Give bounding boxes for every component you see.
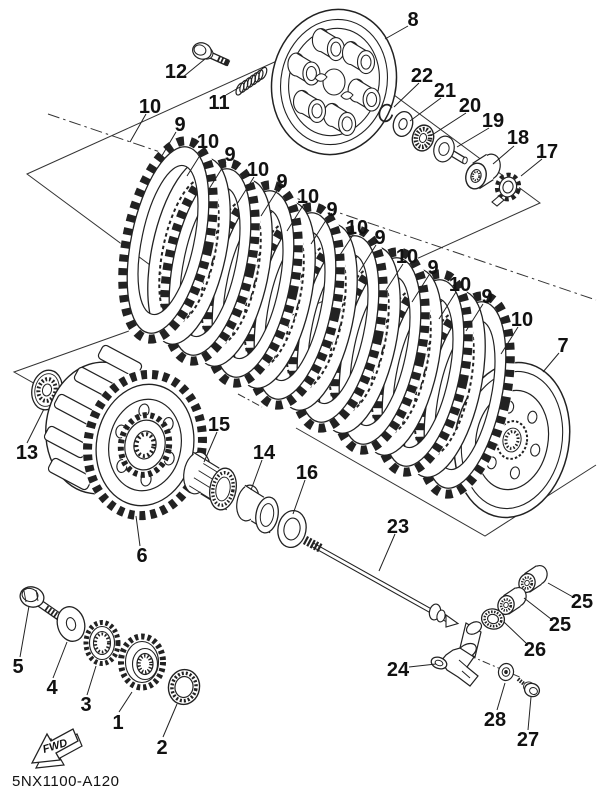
callout-part-9: 9 [481,286,492,308]
callout-part-13: 13 [16,442,38,464]
part-25-bearing [518,564,548,594]
callout-part-10: 10 [396,246,418,268]
callout-part-6: 6 [136,545,147,567]
callout-part-9: 9 [427,257,438,279]
callout-part-1: 1 [112,712,123,734]
callout-part-19: 19 [482,110,504,132]
part-12-bolt [192,42,231,67]
part-28-washer [497,662,515,682]
part-6-clutch-basket [43,344,208,521]
callout-part-4: 4 [46,677,58,699]
callout-part-26: 26 [524,639,546,661]
callout-part-18: 18 [507,127,529,149]
leader-lines [19,25,574,738]
part-20-bearing [411,124,435,152]
callout-part-5: 5 [12,656,23,678]
part-5-bolt [19,586,64,622]
callout-part-24: 24 [387,659,410,681]
callouts: 8 12 11 22 21 20 19 18 17 10 9 10 9 10 9… [12,9,593,759]
part-16-washer [277,509,307,549]
part-8-pressure-plate [270,8,398,156]
callout-part-7: 7 [557,335,568,357]
part-3-gear [83,620,121,666]
callout-part-23: 23 [387,516,409,538]
callout-part-22: 22 [411,65,433,87]
part-14-spacer [236,484,279,534]
part-25-bearing [497,586,527,616]
callout-part-25: 25 [549,614,571,636]
callout-part-10: 10 [511,309,533,331]
part-22-circlip [378,103,394,123]
callout-part-9: 9 [224,144,235,166]
diagram-code: 5NX1100-A120 [12,773,119,790]
part-26-seal [480,608,506,630]
callout-part-10: 10 [197,131,219,153]
part-21-washer [392,111,414,137]
part-27-screw [516,677,541,698]
part-4-washer [56,606,86,642]
part-1-gear [118,633,166,691]
part-23-push-rod [302,536,460,628]
callout-part-9: 9 [326,199,337,221]
callout-part-10: 10 [297,186,319,208]
part-11-spring [235,66,268,96]
callout-part-25: 25 [571,591,593,613]
part-24-push-lever [430,621,483,687]
part-2-seal [167,668,201,706]
callout-part-14: 14 [253,442,276,464]
callout-part-15: 15 [208,414,230,436]
callout-part-11: 11 [208,92,229,114]
callout-part-17: 17 [536,141,558,163]
callout-part-10: 10 [139,96,161,118]
callout-part-10: 10 [247,159,269,181]
callout-part-27: 27 [517,729,539,751]
callout-part-10: 10 [346,217,368,239]
callout-part-20: 20 [459,95,481,117]
callout-part-8: 8 [407,9,418,31]
fwd-arrow-icon: FWD [30,728,83,769]
callout-part-12: 12 [165,61,187,83]
part-18-nut [465,153,501,190]
callout-part-9: 9 [276,171,287,193]
callout-part-16: 16 [296,462,318,484]
part-15-needle-bearing [183,451,237,511]
callout-part-3: 3 [80,694,91,716]
callout-part-10: 10 [449,274,471,296]
callout-part-28: 28 [484,709,506,731]
callout-part-9: 9 [174,114,185,136]
callout-part-9: 9 [374,227,385,249]
part-19-push-rod-end [433,135,468,165]
part-17-lock-washer [491,172,522,207]
callout-part-2: 2 [156,737,167,759]
callout-part-21: 21 [434,80,456,102]
